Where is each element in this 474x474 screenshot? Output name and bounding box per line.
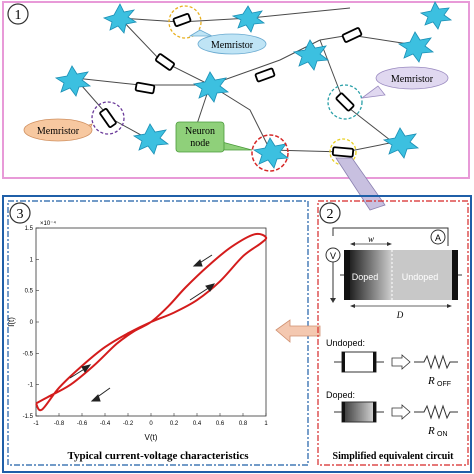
x-tick-label: -0.6 xyxy=(77,421,88,427)
r-off-subscript: OFF xyxy=(437,381,451,388)
width-label: w xyxy=(368,234,374,244)
x-tick-label: 1 xyxy=(264,421,268,427)
y-tick-label: 1.5 xyxy=(25,226,34,232)
undoped-row-label: Undoped: xyxy=(326,338,365,348)
memristor-callout-right: Memristor xyxy=(360,66,449,99)
direction-arrow xyxy=(69,364,92,379)
x-tick-label: -0.2 xyxy=(123,421,134,427)
x-tick-label: 0.6 xyxy=(216,421,225,427)
panel3-number: 3 xyxy=(17,207,24,222)
highlight-circle xyxy=(327,84,363,120)
circuit-panel-frame xyxy=(317,200,469,466)
highlight-circle xyxy=(91,101,125,135)
undoped-equivalent: Undoped: R OFF xyxy=(326,338,458,388)
panel2-number: 2 xyxy=(327,207,334,222)
neuron-node xyxy=(419,1,453,30)
y-tick-label: 0 xyxy=(30,320,34,326)
y-axis-label: I(t) xyxy=(7,317,16,327)
x-axis-label: V(t) xyxy=(145,433,158,442)
direction-arrow xyxy=(189,283,216,301)
neuron-node xyxy=(382,127,420,159)
x-tick-label: -0.8 xyxy=(54,421,65,427)
neuron-nodes xyxy=(54,1,453,169)
neuron-node xyxy=(132,123,170,155)
memristor-label: Memristor xyxy=(391,74,434,85)
memristor-devices xyxy=(99,13,363,158)
neuron-node xyxy=(231,5,266,33)
y-ticks: 1.5 1 0.5 0 -0.5 -1 -1.5 xyxy=(23,226,39,420)
panel-arrow xyxy=(275,319,321,343)
neuron-node xyxy=(54,65,92,97)
neuron-node-callout: Neuron node xyxy=(175,121,253,153)
y-tick-label: 0.5 xyxy=(25,289,34,295)
y-tick-label: -1 xyxy=(28,383,34,389)
r-on-subscript: ON xyxy=(437,431,448,438)
y-tick-label: 1 xyxy=(30,257,34,263)
x-tick-label: -1 xyxy=(33,421,39,427)
direction-arrow xyxy=(192,254,213,267)
memristor-label: Memristor xyxy=(211,40,254,51)
ammeter-label: A xyxy=(435,233,441,243)
x-tick-label: 0.8 xyxy=(239,421,248,427)
panel2-badge: 2 xyxy=(319,202,341,224)
iv-plot: ×10⁻⁴ -1 -0.8 -0.6 -0.4 -0.2 0 0.2 0.4 0.6 0.8 1 1… xyxy=(7,220,268,442)
highlight-circle xyxy=(168,5,202,39)
equivalent-arrow-icon xyxy=(391,404,411,420)
doped-equivalent: Doped: R ON xyxy=(326,390,458,438)
memristor-device-schematic: V A Doped Undoped w D xyxy=(325,227,462,320)
x-tick-label: 0 xyxy=(149,421,153,427)
iv-hysteresis-curve xyxy=(35,232,268,412)
neuron-label: Neuron xyxy=(185,126,215,137)
undoped-label: Undoped xyxy=(402,272,439,282)
neuron-node xyxy=(102,3,138,34)
panel3-badge: 3 xyxy=(9,202,31,224)
neuron-node xyxy=(292,39,330,71)
highlight-circle xyxy=(251,134,289,172)
x-tick-label: -0.4 xyxy=(100,421,111,427)
memristor-label: Memristor xyxy=(37,126,80,137)
length-label: D xyxy=(396,310,404,320)
x-ticks: -1 -0.8 -0.6 -0.4 -0.2 0 0.2 0.4 0.6 0.8 1 xyxy=(33,413,268,427)
doped-row-label: Doped: xyxy=(326,390,355,400)
neuron-node xyxy=(397,31,435,63)
resistor-icon xyxy=(414,404,458,420)
ammeter-icon xyxy=(430,229,446,245)
x-tick-label: 0.4 xyxy=(193,421,202,427)
x-tick-label: 0.2 xyxy=(170,421,179,427)
direction-arrow xyxy=(90,387,111,402)
resistor-icon xyxy=(414,354,458,370)
doped-region xyxy=(350,250,392,300)
panel1-number: 1 xyxy=(15,8,22,23)
y-tick-label: -0.5 xyxy=(23,351,34,357)
y-tick-label: -1.5 xyxy=(23,414,34,420)
panel1-badge: 1 xyxy=(7,3,29,25)
doped-label: Doped xyxy=(352,272,379,282)
equivalent-arrow-icon xyxy=(391,354,411,370)
r-on-symbol: R xyxy=(427,425,435,437)
bottom-frame xyxy=(2,195,472,473)
neuron-node xyxy=(192,71,230,103)
voltmeter-icon xyxy=(325,247,341,263)
memristor-callout-left: Memristor xyxy=(23,118,93,142)
undoped-region xyxy=(392,250,452,300)
chart-caption: Typical current-voltage characteristics xyxy=(67,450,249,462)
y-scale-label: ×10⁻⁴ xyxy=(40,220,56,227)
memristor-callout-top: Memristor xyxy=(188,29,267,55)
direction-arrows xyxy=(69,254,216,402)
circuit-caption: Simplified equivalent circuit xyxy=(333,451,455,462)
r-off-symbol: R xyxy=(427,375,435,387)
voltmeter-label: V xyxy=(330,251,336,261)
neuron-label: node xyxy=(190,138,210,149)
